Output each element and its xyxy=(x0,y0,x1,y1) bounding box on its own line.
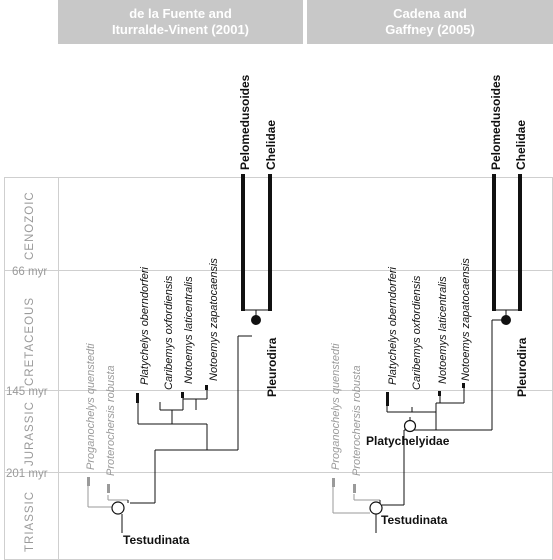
clade-pleurodira-right: Pleurodira xyxy=(515,337,529,397)
tree-left-branches xyxy=(87,309,270,533)
tree-right-ranges xyxy=(332,174,522,493)
taxon-notoemys-lat-left: Notoemys laticentralis xyxy=(183,276,195,384)
tree-right-branches xyxy=(332,309,520,533)
era-cenozoic: CENOZOIC xyxy=(24,191,36,260)
clade-pelomedusoides-right: Pelomedusoides xyxy=(489,74,503,170)
testudinata-node-left xyxy=(111,501,125,515)
taxon-proganochelys-right: Proganochelys quenstedti xyxy=(330,343,342,470)
clade-chelidae-left: Chelidae xyxy=(264,120,278,170)
taxon-notoemys-zap-right: Notoemys zapatocaensis xyxy=(460,258,472,381)
taxon-caribemys-left: Caribemys oxfordiensis xyxy=(163,275,175,390)
time-label-201: 201 myr xyxy=(6,468,48,480)
header-left-study: de la Fuente and Iturralde-Vinent (2001) xyxy=(58,0,303,44)
header-right-study: Cadena and Gaffney (2005) xyxy=(307,0,553,44)
era-triassic: TRIASSIC xyxy=(24,491,36,552)
taxon-proterochersis-right: Proterochersis robusta xyxy=(351,365,363,476)
taxon-platychelys-right: Platychelys oberndorferi xyxy=(387,266,399,385)
tree-left: Proganochelys quenstedti Proterochersis … xyxy=(85,74,279,547)
time-label-145: 145 myr xyxy=(6,386,48,398)
taxon-notoemys-lat-right: Notoemys laticentralis xyxy=(437,276,449,384)
taxon-platychelys-left: Platychelys oberndorferi xyxy=(139,266,151,385)
pleurodira-node-right xyxy=(501,315,511,325)
pleurodira-node-left xyxy=(251,315,261,325)
tree-right: Proganochelys quenstedti Proterochersis … xyxy=(330,74,529,533)
testudinata-node-right xyxy=(369,501,383,515)
platychelyidae-node-right xyxy=(403,419,417,433)
taxon-notoemys-zap-left: Notoemys zapatocaensis xyxy=(208,258,220,381)
tree-left-ranges xyxy=(87,174,272,493)
era-cretaceous: CRETACEOUS xyxy=(24,297,36,386)
time-label-66: 66 myr xyxy=(12,266,47,278)
taxon-proganochelys-left: Proganochelys quenstedti xyxy=(85,343,97,470)
taxon-caribemys-right: Caribemys oxfordiensis xyxy=(411,275,423,390)
clade-testudinata-left: Testudinata xyxy=(123,533,190,547)
clade-platychelyidae-right: Platychelyidae xyxy=(366,434,450,448)
era-jurassic: JURASSIC xyxy=(24,401,36,466)
taxon-proterochersis-left: Proterochersis robusta xyxy=(105,365,117,476)
clade-testudinata-right: Testudinata xyxy=(381,513,448,527)
clade-pleurodira-left: Pleurodira xyxy=(265,337,279,397)
clade-chelidae-right: Chelidae xyxy=(514,120,528,170)
clade-pelomedusoides-left: Pelomedusoides xyxy=(238,74,252,170)
